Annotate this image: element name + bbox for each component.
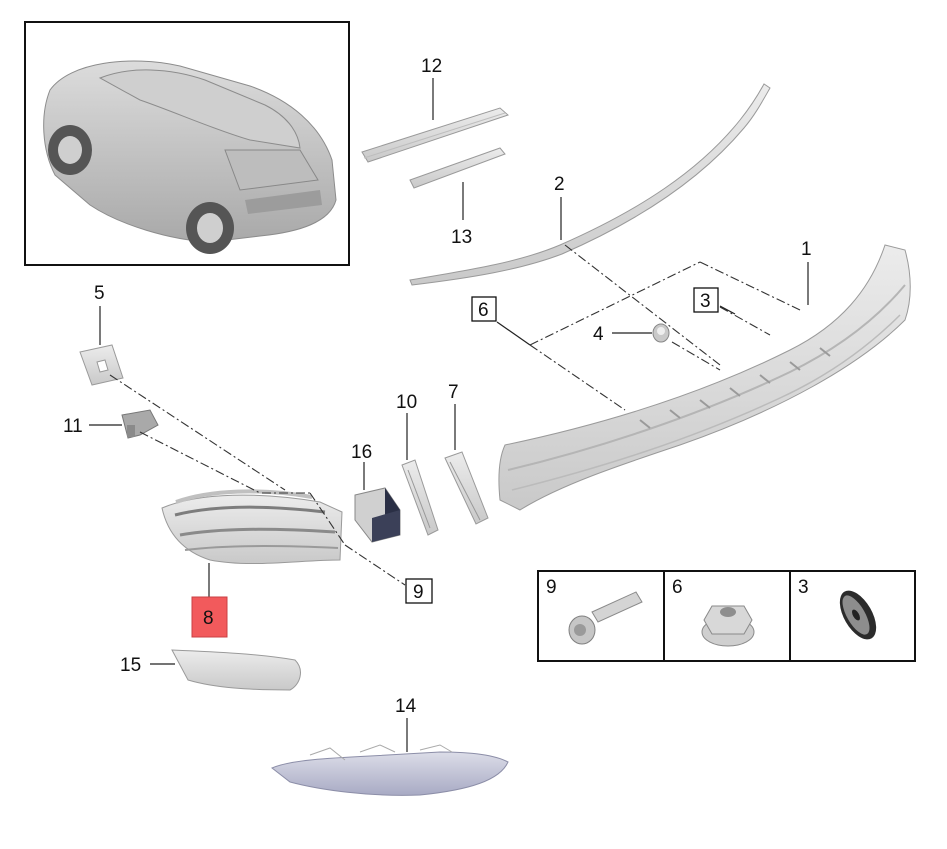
callout-boxed-3[interactable]: 3 bbox=[693, 287, 719, 313]
part-11-clip[interactable] bbox=[121, 409, 159, 439]
legend-label-9: 9 bbox=[546, 577, 557, 598]
legend-label-6: 6 bbox=[672, 577, 683, 598]
part-5-plate[interactable] bbox=[79, 344, 124, 386]
callout-10[interactable]: 10 bbox=[396, 392, 417, 413]
callout-14[interactable]: 14 bbox=[395, 696, 417, 717]
bolt-icon[interactable] bbox=[568, 591, 643, 645]
callout-9: 9 bbox=[413, 582, 424, 603]
callout-4[interactable]: 4 bbox=[593, 324, 604, 345]
callout-1[interactable]: 1 bbox=[801, 239, 812, 260]
legend-label-3: 3 bbox=[798, 577, 809, 598]
part-2-trim-strip[interactable] bbox=[409, 83, 771, 286]
hardware-legend: 9 6 3 bbox=[537, 570, 916, 662]
leader-lines bbox=[89, 78, 809, 752]
part-7-bracket[interactable] bbox=[444, 451, 489, 525]
part-16-block[interactable] bbox=[354, 487, 401, 543]
part-10-bracket[interactable] bbox=[401, 459, 439, 536]
washer-icon[interactable] bbox=[832, 585, 883, 646]
callout-6: 6 bbox=[478, 300, 489, 321]
callout-3: 3 bbox=[700, 291, 711, 312]
part-14-lower-trim[interactable] bbox=[271, 744, 509, 796]
part-12-strip[interactable] bbox=[361, 107, 509, 163]
callout-boxed-9[interactable]: 9 bbox=[405, 578, 433, 604]
vehicle-overview bbox=[24, 21, 350, 266]
callout-8: 8 bbox=[203, 608, 214, 629]
part-13-strip[interactable] bbox=[409, 147, 506, 189]
car-illustration bbox=[43, 60, 337, 254]
callout-7[interactable]: 7 bbox=[448, 382, 459, 403]
part-15-strip[interactable] bbox=[171, 649, 301, 691]
assembly-lines bbox=[109, 244, 801, 586]
callout-16[interactable]: 16 bbox=[351, 442, 372, 463]
part-8-panel[interactable] bbox=[161, 489, 343, 565]
callout-11[interactable]: 11 bbox=[63, 416, 83, 437]
callout-boxed-6[interactable]: 6 bbox=[471, 296, 497, 322]
flange-nut-icon[interactable] bbox=[701, 605, 755, 647]
callout-13[interactable]: 13 bbox=[451, 227, 472, 248]
callout-12[interactable]: 12 bbox=[421, 56, 442, 77]
callout-15[interactable]: 15 bbox=[120, 655, 141, 676]
part-1-bumper[interactable] bbox=[498, 244, 911, 511]
callouts: 12 13 2 1 4 5 11 10 7 16 15 14 3 6 9 8 bbox=[63, 56, 812, 717]
part-4-nut[interactable] bbox=[652, 323, 670, 343]
callout-5[interactable]: 5 bbox=[94, 283, 105, 304]
callout-highlight-8[interactable]: 8 bbox=[191, 596, 228, 638]
callout-2[interactable]: 2 bbox=[554, 174, 565, 195]
